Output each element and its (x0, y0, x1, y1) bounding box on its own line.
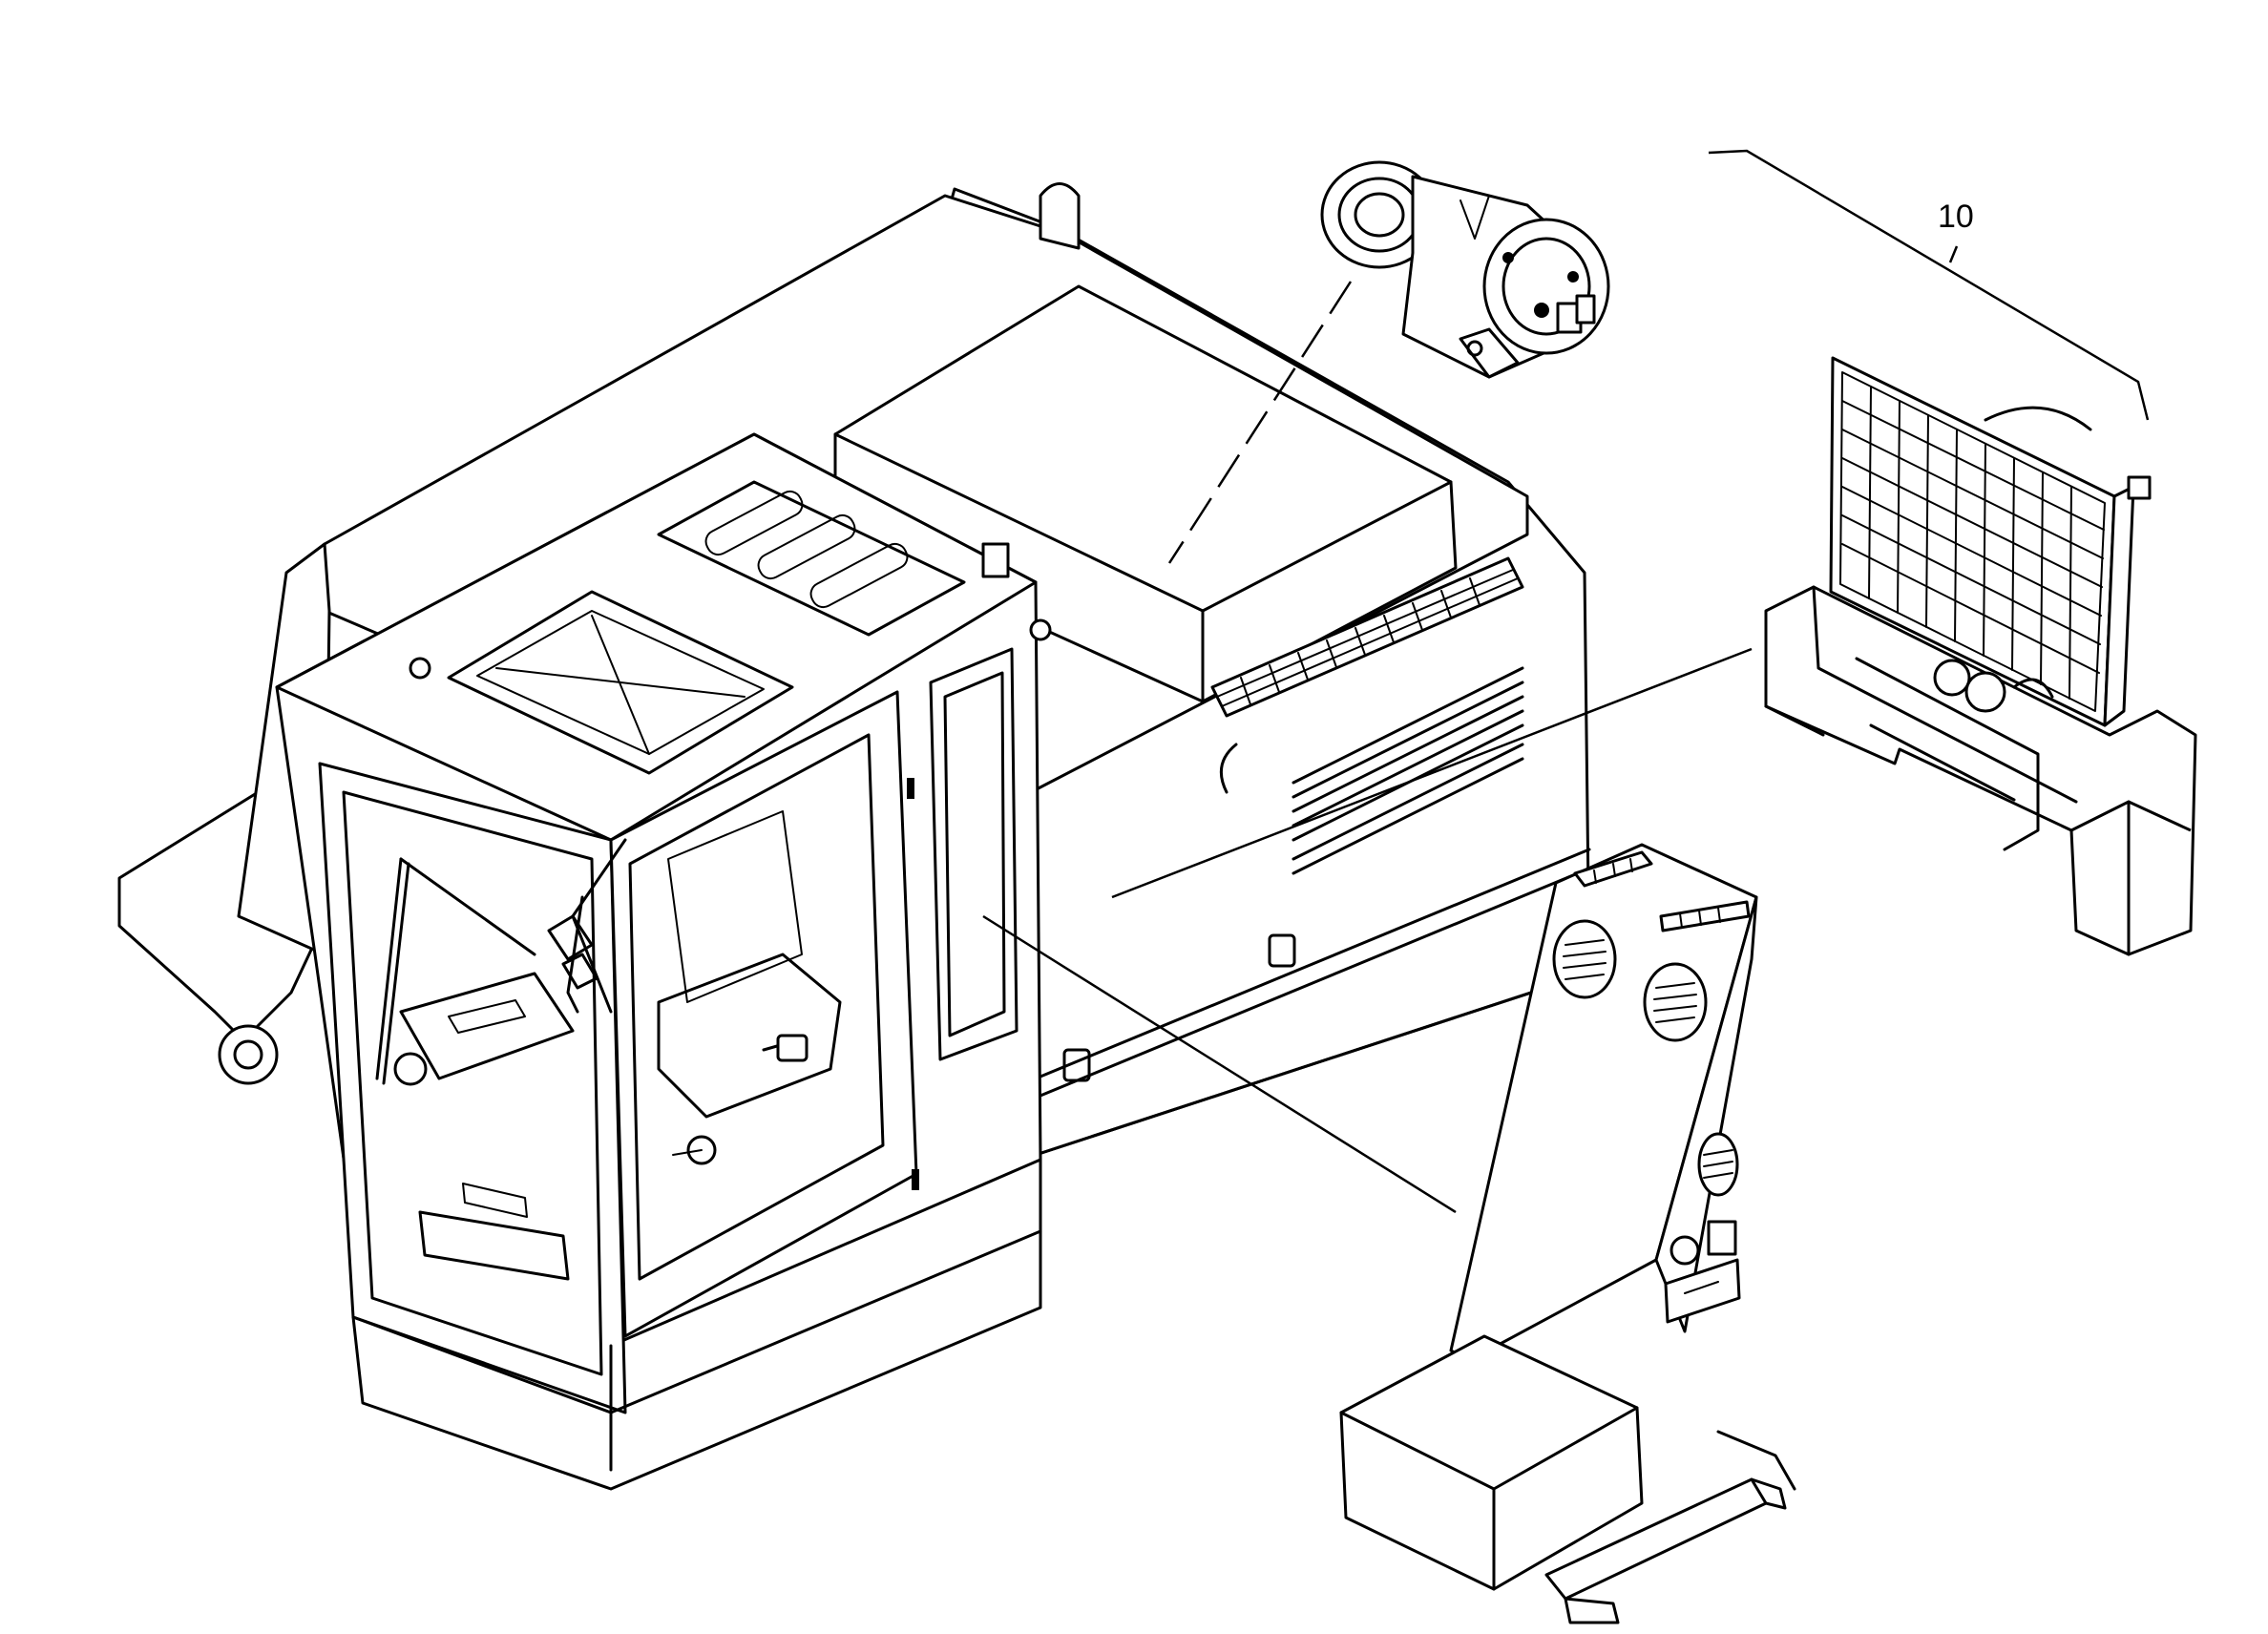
console-side-vent (1697, 1132, 1739, 1197)
side-vent-slots (1292, 666, 1524, 875)
control-console (1339, 843, 1796, 1624)
ac-evaporator-unit (1764, 356, 2197, 956)
ac-compressor (1320, 160, 1610, 379)
callout-10-label: 10 (1938, 199, 1974, 235)
leader-lines (982, 149, 2150, 1214)
console-vent-right (1643, 962, 1708, 1042)
operator-cab (275, 432, 1052, 1491)
engine-grille (1210, 556, 1524, 718)
evaporator-grille-mesh (1841, 386, 2105, 700)
console-vent-left (1552, 919, 1617, 999)
